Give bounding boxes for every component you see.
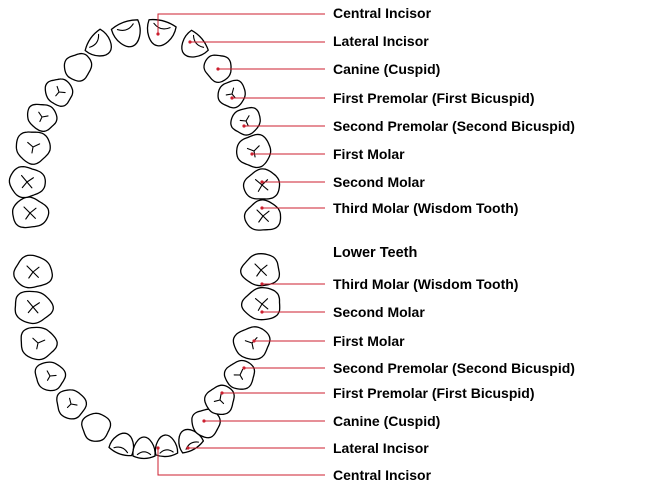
- upper-label-first-molar: First Molar: [333, 146, 405, 162]
- upper-teeth-arch: [9, 17, 280, 230]
- leader-dot-lower-second-premolar: [242, 366, 245, 369]
- lower-canine-6: [82, 413, 111, 441]
- upper-incisor-10: [175, 29, 210, 64]
- lower-molar-2: [15, 291, 53, 323]
- leader-dot-lower-second-molar: [260, 310, 263, 313]
- leader-dot-canine: [216, 67, 219, 70]
- lower-label-central-incisor: Central Incisor: [333, 467, 431, 483]
- leader-dot-lateral-incisor: [188, 40, 191, 43]
- upper-premolar-4: [28, 104, 57, 131]
- lower-label-third-molar: Third Molar (Wisdom Tooth): [333, 276, 518, 292]
- upper-label-canine: Canine (Cuspid): [333, 61, 440, 77]
- leader-dot-first-premolar: [230, 96, 233, 99]
- leader-dot-lower-canine: [202, 419, 205, 422]
- leader-line-central-incisor: [158, 14, 325, 34]
- upper-label-third-molar: Third Molar (Wisdom Tooth): [333, 200, 518, 216]
- upper-incisor-8: [110, 17, 145, 51]
- upper-incisor-9: [143, 17, 177, 49]
- leader-dot-central-incisor: [156, 32, 159, 35]
- lower-teeth-title: Lower Teeth: [333, 245, 417, 261]
- lower-incisor-8: [133, 437, 155, 459]
- leader-dot-lower-lateral-incisor: [186, 446, 189, 449]
- leader-dot-lower-first-premolar: [220, 391, 223, 394]
- upper-canine-6: [64, 54, 91, 82]
- lower-label-second-molar: Second Molar: [333, 304, 425, 320]
- lower-label-lateral-incisor: Lateral Incisor: [333, 440, 429, 456]
- upper-label-first-premolar: First Premolar (First Bicuspid): [333, 90, 534, 106]
- lower-molar-3: [21, 327, 57, 359]
- upper-label-central-incisor: Central Incisor: [333, 5, 431, 21]
- leader-dot-second-premolar: [242, 124, 245, 127]
- lower-label-first-molar: First Molar: [333, 333, 405, 349]
- upper-label-second-molar: Second Molar: [333, 174, 425, 190]
- upper-label-second-premolar: Second Premolar (Second Bicuspid): [333, 118, 575, 134]
- lower-label-second-premolar: Second Premolar (Second Bicuspid): [333, 360, 575, 376]
- lower-molar-15: [242, 288, 280, 320]
- leader-dot-lower-third-molar: [260, 282, 263, 285]
- leader-dot-lower-central-incisor: [156, 446, 159, 449]
- leader-dot-first-molar: [250, 152, 253, 155]
- upper-label-lateral-incisor: Lateral Incisor: [333, 33, 429, 49]
- leader-dot-third-molar: [260, 206, 263, 209]
- lower-label-first-premolar: First Premolar (First Bicuspid): [333, 385, 534, 401]
- leader-dot-lower-first-molar: [252, 339, 255, 342]
- lower-teeth-arch: [14, 254, 280, 459]
- lower-label-canine: Canine (Cuspid): [333, 413, 440, 429]
- leader-dot-second-molar: [260, 180, 263, 183]
